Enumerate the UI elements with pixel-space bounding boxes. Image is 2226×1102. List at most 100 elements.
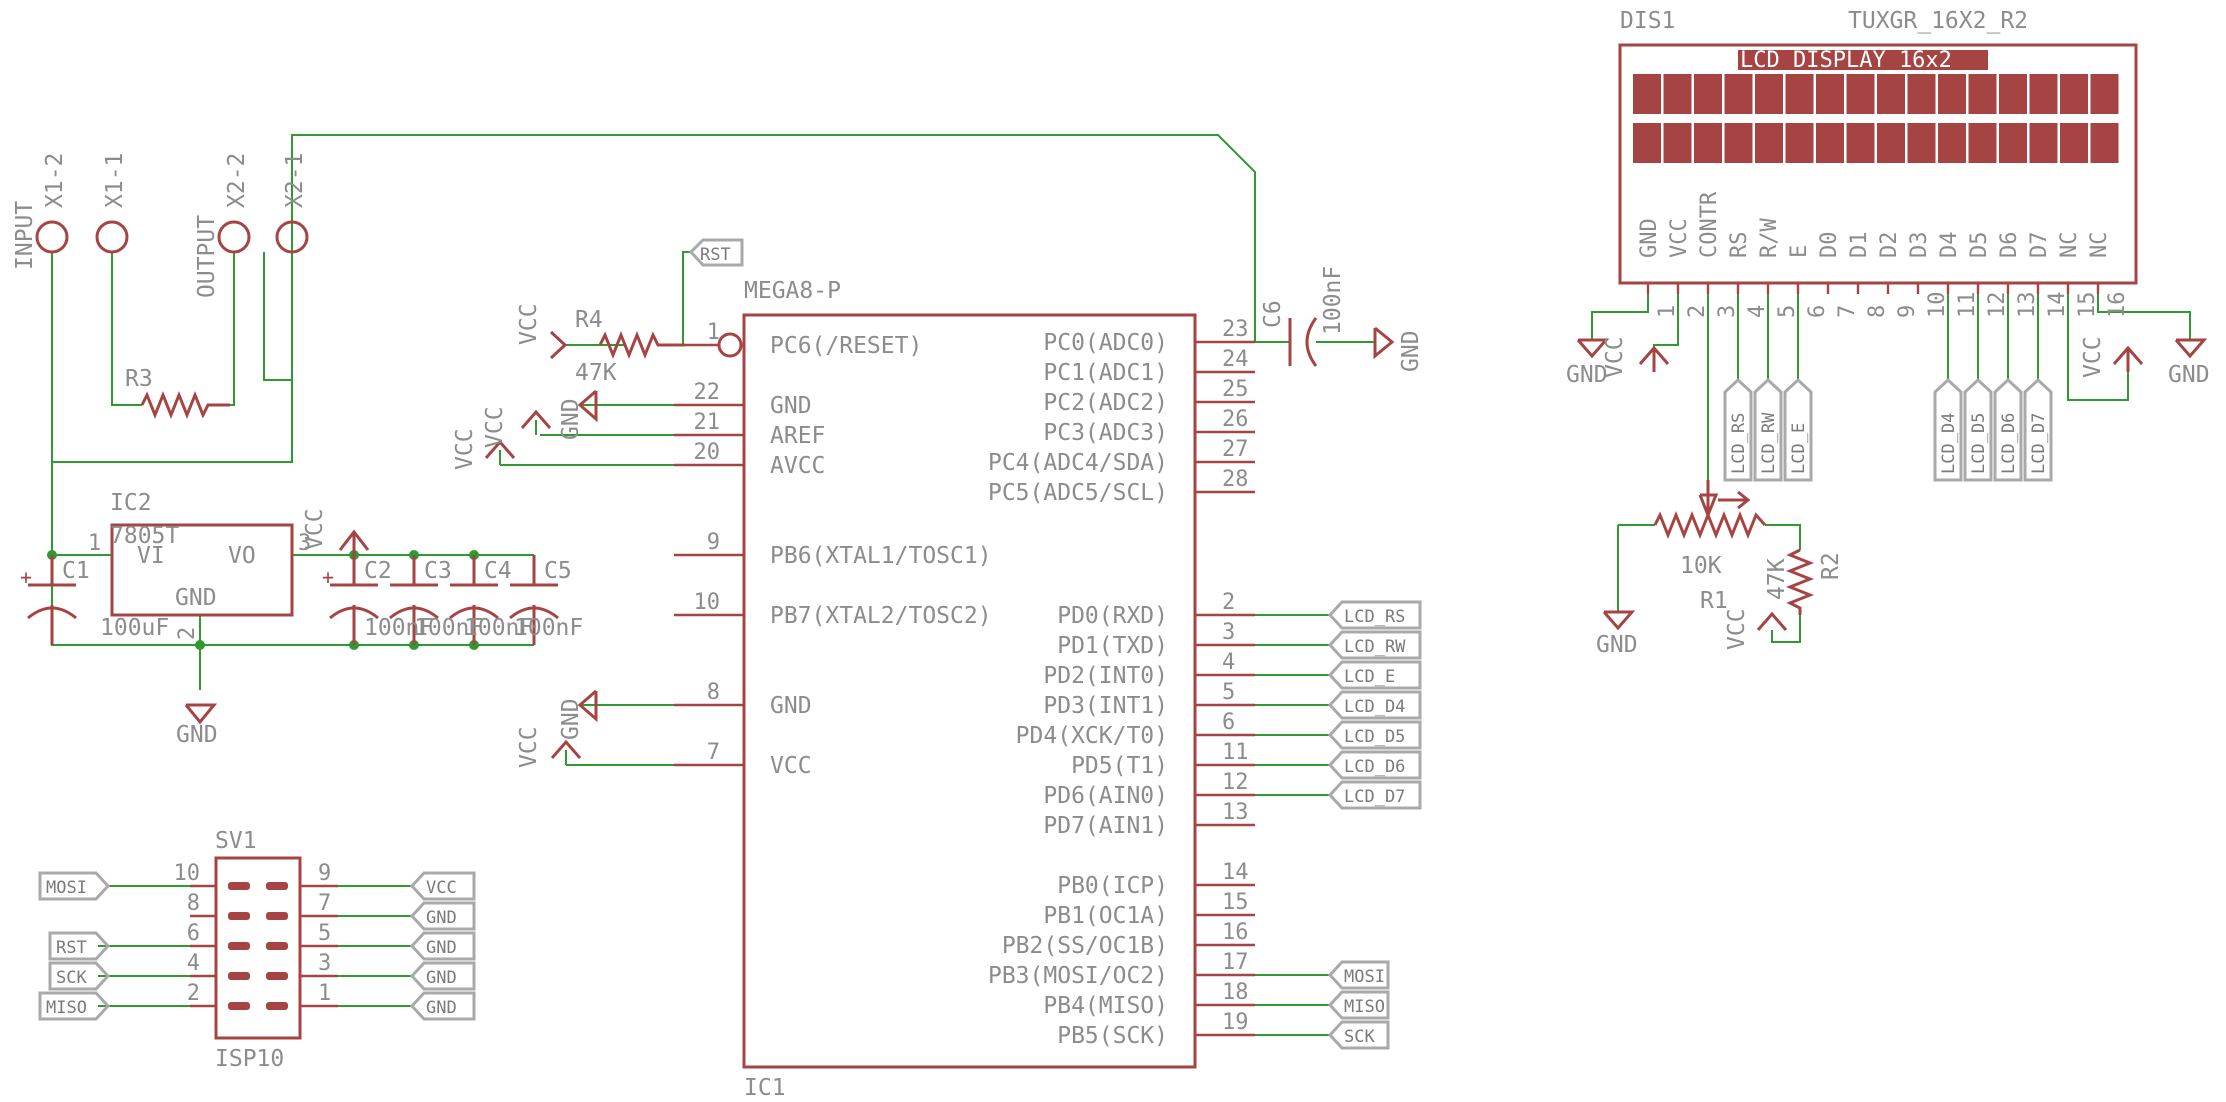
r3-name: R3 <box>125 366 153 392</box>
gnd-symbol <box>577 689 598 723</box>
connector-pads <box>35 220 309 254</box>
net-flag <box>409 961 476 991</box>
ic1-pin-name: PB3(MOSI/OC2) <box>988 963 1168 989</box>
lcd-pin-number: 8 <box>1865 305 1890 318</box>
potentiometer-r1-symbol <box>1653 480 1767 540</box>
ic1-value: MEGA8-P <box>744 278 841 304</box>
c4-name: C4 <box>484 558 512 584</box>
isp-pin-number: 4 <box>187 951 200 976</box>
c3-value: 100nF <box>414 615 483 641</box>
ic1-pin-number: 18 <box>1222 980 1249 1005</box>
lcd-pin-name: CONTR <box>1697 191 1722 258</box>
r2-name: R2 <box>1818 552 1844 580</box>
c4-value: 100nF <box>464 615 533 641</box>
sv1-body <box>214 856 302 1040</box>
lcd-pin-name: GND <box>1637 218 1662 258</box>
lcd-pin-name: E <box>1787 245 1812 258</box>
ic1-pin-name: AREF <box>770 423 825 449</box>
lcd-pin-name: NC <box>2057 232 2082 259</box>
isp-pin-number: 10 <box>174 861 201 886</box>
svg-text:3: 3 <box>298 531 311 556</box>
ic1-pin-number: 13 <box>1222 800 1249 825</box>
ic1-pin-number: 8 <box>707 680 720 705</box>
lcd-pin-number: 12 <box>1985 292 2010 319</box>
ic1-pin-number: 23 <box>1222 317 1249 342</box>
ic1-pin-number: 28 <box>1222 467 1249 492</box>
net-flag-label: SCK <box>56 968 87 988</box>
net-flag <box>1327 630 1422 660</box>
vcc-symbol <box>1638 345 1670 372</box>
ic1-pin-number: 22 <box>694 380 721 405</box>
net-flag-label: LCD_D6 <box>1344 757 1405 777</box>
ic1-pin-name: PC0(ADC0) <box>1043 330 1168 356</box>
net-flag-label: MISO <box>1344 997 1385 1017</box>
net-flag <box>1327 780 1422 810</box>
net-flag <box>1327 690 1422 720</box>
net-flag <box>1327 660 1422 690</box>
ic2-vi: VI <box>137 543 165 569</box>
net-flag-label: LCD_E <box>1344 667 1395 687</box>
ic1-pin-name: PB1(OC1A) <box>1043 903 1168 929</box>
lcd-pin-number: 16 <box>2105 292 2130 319</box>
c2-name: C2 <box>364 558 392 584</box>
ic1-pin-name: PB6(XTAL1/TOSC1) <box>770 543 992 569</box>
capacitor-c1-symbol: + <box>20 555 77 645</box>
ic1-pin-name: AVCC <box>770 453 825 479</box>
ic1-pin-name: PD6(AIN0) <box>1043 783 1168 809</box>
net-flag <box>1327 960 1390 990</box>
capacitors-c2-c5: + <box>322 555 559 645</box>
ic1-pin-number: 24 <box>1222 347 1249 372</box>
vcc-label: VCC <box>452 428 478 470</box>
net-flag <box>38 991 111 1021</box>
net-flag-label: LCD_D5 <box>1344 727 1405 747</box>
net-flag-label: LCD_RW <box>1759 412 1779 474</box>
net-flag-label: LCD_E <box>1789 423 1809 474</box>
lcd-character-cells <box>1633 74 2119 163</box>
lcd-pin-number: 13 <box>2015 292 2040 319</box>
vcc-symbol <box>484 409 552 459</box>
vcc-label: VCC <box>516 726 542 768</box>
lcd-pin-name: VCC <box>1667 218 1692 258</box>
net-flag <box>1327 600 1422 630</box>
r1-name: R1 <box>1700 588 1728 614</box>
ic2-body <box>110 523 294 617</box>
ic1-pin-name: PC1(ADC1) <box>1043 360 1168 386</box>
vcc-label: VCC <box>302 508 328 550</box>
c6-name: C6 <box>1260 300 1286 328</box>
ic1-pin-name: PC2(ADC2) <box>1043 390 1168 416</box>
net-flag <box>1963 377 1993 482</box>
x2-1-label: X2-1 <box>282 153 308 208</box>
ic1-pin-name: PD5(T1) <box>1071 753 1168 779</box>
gnd-label: GND <box>558 698 584 740</box>
gnd-symbol <box>2174 338 2208 359</box>
x2-2-label: X2-2 <box>224 153 250 208</box>
ic1-pin-name: PD0(RXD) <box>1057 603 1168 629</box>
ic1-pin-number: 12 <box>1222 770 1249 795</box>
isp-pin-number: 7 <box>318 891 331 916</box>
lcd-pin-name: RS <box>1727 232 1752 259</box>
r4-value: 47K <box>575 360 617 386</box>
ic1-pin-name: PD2(INT0) <box>1043 663 1168 689</box>
ic1-pin-number: 1 <box>707 320 720 345</box>
resistor-r3-symbol <box>140 390 230 420</box>
lcd-title: LCD DISPLAY 16x2 <box>1740 48 1952 73</box>
ic1-pin-name: PB2(SS/OC1B) <box>1002 933 1168 959</box>
net-flag-label: GND <box>426 998 457 1018</box>
c2-value: 100nF <box>364 615 433 641</box>
isp-pin-number: 1 <box>318 981 331 1006</box>
vcc-symbol <box>550 739 582 759</box>
ic1-net-flags: LCD_RSLCD_RWLCD_ELCD_D4LCD_D5LCD_D6LCD_D… <box>1327 600 1422 1050</box>
isp-pin-number: 3 <box>318 951 331 976</box>
c3-name: C3 <box>424 558 452 584</box>
net-flag <box>1723 377 1753 482</box>
ic1-pin-number: 4 <box>1222 650 1235 675</box>
ic1-pin-name: PC6(/RESET) <box>770 333 922 359</box>
net-flag-label: VCC <box>426 878 457 898</box>
ic1-pin-number: 14 <box>1222 860 1249 885</box>
vcc-label: VCC <box>482 406 508 448</box>
lcd-pin-number: 15 <box>2075 292 2100 319</box>
svg-text:+: + <box>20 565 32 589</box>
gnd-symbol <box>577 389 598 423</box>
